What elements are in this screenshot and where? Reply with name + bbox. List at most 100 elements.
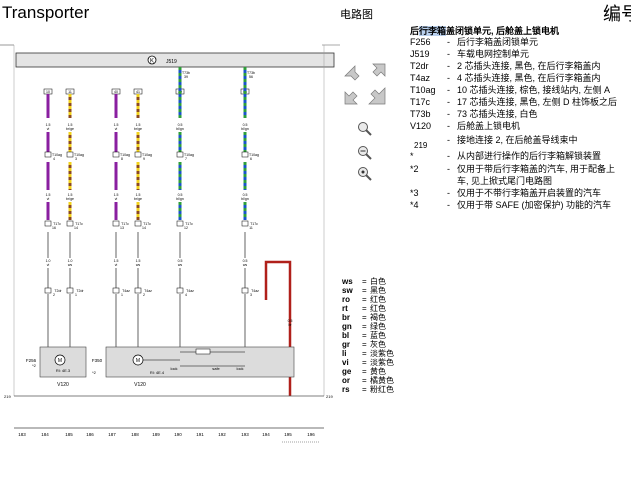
wire-connector-b <box>176 220 184 227</box>
wire-top-connector: T73b <box>247 71 255 75</box>
wire-connector-b-pin: 16 <box>52 226 56 230</box>
wire-connector-b-label: T17c <box>250 222 258 226</box>
wire-end-connector-label: T4az <box>144 289 152 293</box>
wire-connector-b <box>44 220 52 227</box>
wire-color-label: bl/gn <box>241 127 249 131</box>
wire-connector-a-pin: 8 <box>121 157 123 161</box>
component-rl-f256: Rl: 4E.3 <box>56 368 71 373</box>
wire-end-connector-pin: 4 <box>185 293 187 297</box>
ruler-column-label: 188 <box>131 432 139 437</box>
wire-top-pin: 41 <box>136 90 140 94</box>
ruler-column-label: 194 <box>262 432 270 437</box>
wire-color-label: vi <box>115 197 118 201</box>
wire-end-connector-pin: 2 <box>53 293 55 297</box>
ruler-column-label: 196 <box>307 432 315 437</box>
wire-bottom-color: vi <box>115 263 118 267</box>
wire-connector-b-pin: 13 <box>120 226 124 230</box>
wire-end-connector-label: T4az <box>251 289 259 293</box>
wire-top-pin: 10 <box>46 90 50 94</box>
wire-end-connector-label: T4az <box>122 289 130 293</box>
component-bottom-label-2: V120 <box>134 382 146 388</box>
wire-color-label: vi <box>47 197 50 201</box>
motor-m-1: M <box>58 358 62 364</box>
wire-end-connector-pin: 2 <box>143 293 145 297</box>
legend-heading-pre: 后 <box>410 26 420 36</box>
pan-arrows-icon[interactable] <box>341 60 389 108</box>
wire-color-label: bl/gn <box>176 197 184 201</box>
wire-connector-b <box>241 220 249 227</box>
legend-list: F256-后行李箱盖闭锁单元 J519-车载电网控制单元 T2dr-2 芯插头连… <box>410 37 618 210</box>
wire-size-label: 1.5 <box>68 193 73 197</box>
wiring-diagram: K J519 101.5viT10ag41.5viT17c161.0viT2dr… <box>0 44 340 443</box>
component-num-f256: *2 <box>32 363 37 368</box>
wire-connector-b <box>112 220 120 227</box>
wire-bottom-size: 0.5 <box>243 259 248 263</box>
wire-color-label: vi <box>47 127 50 131</box>
wire-connector-b-pin: 14 <box>142 226 146 230</box>
lock-label-2: lock <box>236 366 243 371</box>
wire-end-connector <box>112 287 120 294</box>
ruler-column-label: 193 <box>241 432 249 437</box>
component-label-f350: F350 <box>92 358 103 363</box>
ground-wire-color: br <box>288 323 292 327</box>
wire-color-list: ws=白色 sw=黑色 ro=红色 rt=红色 br=褐色 gn=绿色 bl=蓝… <box>342 277 394 394</box>
ruler-column-label: 185 <box>65 432 73 437</box>
wire-size-label: 0.5 <box>243 123 248 127</box>
wire-end-connector <box>241 287 249 294</box>
pan-up-right-icon <box>372 63 386 77</box>
wire-bottom-color: vi <box>47 263 50 267</box>
wire-color-label: bl/gn <box>176 127 184 131</box>
wire-size-label: 0.5 <box>178 123 183 127</box>
wire-connector-b-pin: 14 <box>74 226 78 230</box>
wire-bottom-size: 1.0 <box>68 259 73 263</box>
wire-connector-b-label: T17c <box>143 222 151 226</box>
wire-connector-a-label: T10ag <box>184 153 194 157</box>
wire-color-label: vi <box>115 127 118 131</box>
component-rl-f350: Rl: 4E.4 <box>150 370 165 375</box>
wire-connector-a-label: T10ag <box>74 153 84 157</box>
ruler-column-label: 190 <box>174 432 182 437</box>
wire-bottom-color: ws <box>243 263 248 267</box>
wire-bottom-color: ws <box>178 263 183 267</box>
wire-color-label: bl/gn <box>241 197 249 201</box>
zoom-fit-icon[interactable] <box>357 166 373 182</box>
wire-connector-a <box>176 151 184 158</box>
wire-bottom-size: 0.5 <box>178 259 183 263</box>
wire-connector-a <box>112 151 120 158</box>
wire-bottom-size: 1.5 <box>114 259 119 263</box>
wire-connector-a-pin: 9 <box>143 157 145 161</box>
wires-group: 101.5viT10ag41.5viT17c161.0viT2dr2111.5b… <box>43 67 292 396</box>
component-num-f350: *2 <box>92 370 97 375</box>
internal-resistor <box>195 348 211 355</box>
wire-connector-a-label: T10ag <box>52 153 62 157</box>
wire-size-label: 1.5 <box>68 123 73 127</box>
wire-bottom-color: ws <box>68 263 73 267</box>
ground-ref-right: 219 <box>326 394 333 399</box>
wire-size-label: 1.5 <box>114 193 119 197</box>
wire-color-label: br/ge <box>66 127 74 131</box>
lock-label-1: lock <box>170 366 177 371</box>
wire-connector-b <box>66 220 74 227</box>
zoom-out-icon[interactable] <box>357 145 373 161</box>
wire-end-connector-label: T2dr <box>76 289 84 293</box>
ruler-column-label: 189 <box>152 432 160 437</box>
zoom-in-icon[interactable] <box>357 121 373 137</box>
wire-connector-b <box>134 220 142 227</box>
wire-connector-a <box>241 151 249 158</box>
ground-ref-left: 219 <box>4 394 11 399</box>
wire-connector-b-pin: 11 <box>249 226 253 230</box>
wire-end-connector <box>134 287 142 294</box>
header-number-label: 编号 <box>603 4 631 24</box>
motor-symbol-1 <box>54 354 66 366</box>
legend-heading-post: 盖闭锁单元, 后舱盖上锁电机 <box>446 26 560 36</box>
wire-connector-b-label: T17c <box>185 222 193 226</box>
wire-end-connector-pin: 1 <box>121 293 123 297</box>
wire-color-label: br/ge <box>66 197 74 201</box>
legend-heading: 后行李箱盖闭锁单元, 后舱盖上锁电机 <box>410 24 559 37</box>
wire-connector-a-label: T10ag <box>142 153 152 157</box>
wire-top-connector: T73b <box>182 71 190 75</box>
ruler-column-label: 195 <box>284 432 292 437</box>
wire-connector-b-label: T17c <box>121 222 129 226</box>
